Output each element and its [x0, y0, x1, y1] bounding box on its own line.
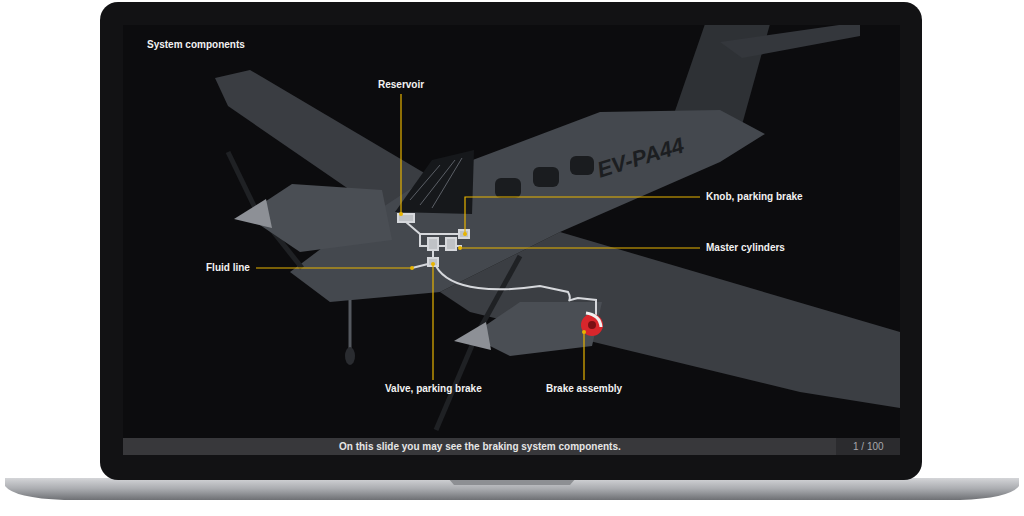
brake-disc — [581, 314, 603, 336]
part-label: Master cylinders — [706, 242, 785, 253]
part-label: Reservoir — [378, 79, 424, 90]
slide-caption: On this slide you may see the braking sy… — [339, 441, 621, 452]
part-label: Fluid line — [206, 262, 250, 273]
slide-title: System components — [147, 39, 245, 50]
part-label: Knob, parking brake — [706, 191, 803, 202]
part-label: Brake assembly — [546, 383, 622, 394]
laptop-bezel — [100, 2, 922, 480]
screen — [123, 25, 900, 455]
caption-bar — [123, 438, 900, 455]
leader-lines — [256, 94, 700, 380]
aircraft-illustration — [215, 25, 900, 430]
page-counter: 1 / 100 — [853, 441, 884, 452]
part-label: Valve, parking brake — [385, 383, 482, 394]
page-counter-box — [836, 438, 900, 455]
laptop-base — [5, 478, 1019, 500]
